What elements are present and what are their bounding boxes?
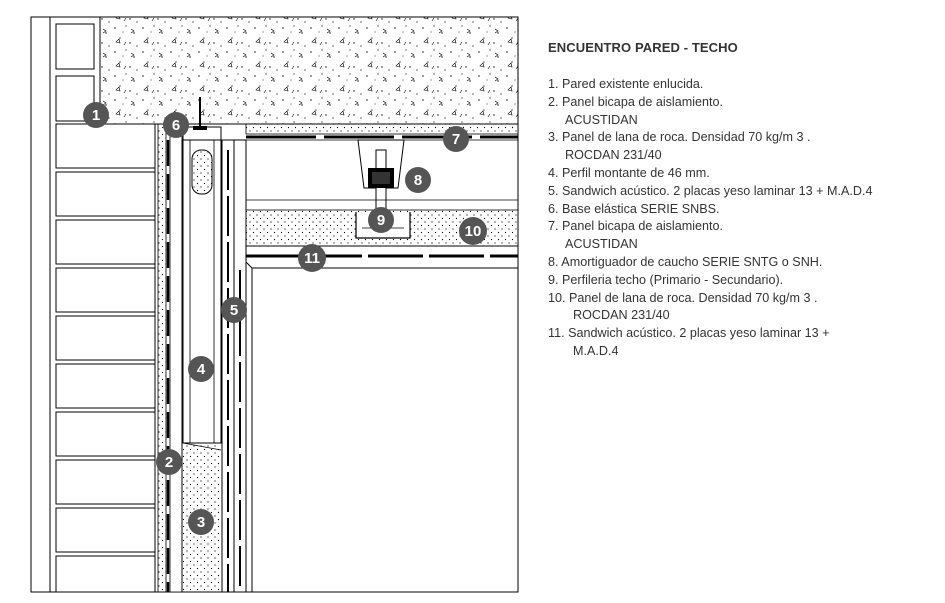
marker-5: 5 — [221, 297, 247, 323]
marker-10: 10 — [459, 217, 487, 245]
legend-item-6: 6. Base elástica SERIE SNBS. — [548, 201, 720, 216]
legend-item-8: 8. Amortiguador de caucho SERIE SNTG o S… — [548, 254, 823, 269]
svg-text:2: 2 — [165, 454, 173, 471]
svg-text:10: 10 — [465, 223, 482, 240]
legend-list: 1. Pared existente enlucida. 2. Panel bi… — [548, 76, 943, 361]
legend-item-10: 10. Panel de lana de roca. Densidad 70 k… — [548, 290, 818, 323]
ceiling-acustidan — [245, 123, 519, 141]
legend-item-3: 3. Panel de lana de roca. Densidad 70 kg… — [548, 130, 811, 163]
marker-3: 3 — [188, 509, 214, 535]
concrete-slab — [99, 17, 518, 125]
legend-item-2: 2. Panel bicapa de aislamiento.ACUSTIDAN — [548, 94, 724, 127]
ceiling-boards — [245, 245, 518, 269]
svg-text:9: 9 — [377, 212, 385, 229]
elastic-base — [182, 97, 222, 141]
svg-text:11: 11 — [304, 250, 320, 267]
legend-item-9: 9. Perfileria techo (Primario - Secundar… — [548, 272, 784, 287]
svg-text:3: 3 — [197, 514, 205, 531]
marker-11: 11 — [298, 244, 326, 272]
legend-panel: ENCUENTRO PARED - TECHO 1. Pared existen… — [548, 40, 943, 361]
svg-text:5: 5 — [230, 302, 238, 319]
marker-4: 4 — [188, 356, 214, 382]
rubber-damper — [357, 139, 405, 211]
marker-7: 7 — [443, 126, 469, 152]
svg-text:7: 7 — [452, 131, 460, 148]
svg-text:6: 6 — [172, 117, 180, 134]
legend-item-7: 7. Panel bicapa de aislamiento.ACUSTIDAN — [548, 219, 724, 252]
svg-text:1: 1 — [92, 107, 100, 124]
marker-9: 9 — [368, 207, 394, 233]
marker-8: 8 — [405, 167, 431, 193]
marker-6: 6 — [163, 112, 189, 138]
legend-item-11: 11. Sandwich acústico. 2 placas yeso lam… — [548, 326, 830, 358]
svg-text:8: 8 — [414, 172, 422, 189]
marker-1: 1 — [83, 102, 109, 128]
legend-title: ENCUENTRO PARED - TECHO — [548, 40, 738, 55]
svg-text:4: 4 — [197, 361, 206, 378]
section-drawing: 1 6 7 8 9 10 11 5 4 2 3 — [30, 16, 519, 593]
legend-item-4: 4. Perfil montante de 46 mm. — [548, 165, 710, 180]
legend-item-5: 5. Sandwich acústico. 2 placas yeso lami… — [548, 183, 873, 198]
marker-2: 2 — [156, 449, 182, 475]
legend-item-1: 1. Pared existente enlucida. — [548, 77, 704, 91]
